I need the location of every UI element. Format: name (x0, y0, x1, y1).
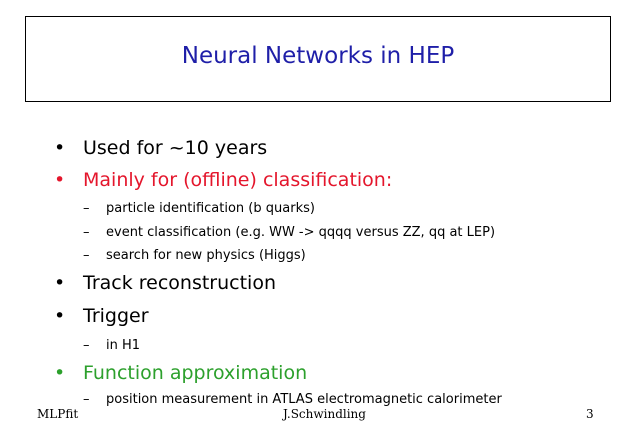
bullet-text: Trigger (83, 305, 149, 327)
sub-bullet-marker: – (83, 392, 90, 407)
bullet-text: Function approximation (83, 362, 308, 384)
sub-bullet-marker: – (83, 201, 90, 216)
bullet-marker: • (54, 305, 66, 327)
sub-bullet-text: in H1 (106, 338, 141, 353)
bullet-marker: • (54, 137, 66, 159)
bullet-marker: • (54, 362, 66, 384)
title-box: Neural Networks in HEP (25, 16, 611, 102)
bullet-text: Mainly for (offline) classification: (83, 169, 393, 191)
footer-left: MLPfit (37, 407, 79, 421)
bullet-text: Used for ~10 years (83, 137, 268, 159)
sub-bullet-text: search for new physics (Higgs) (106, 248, 306, 263)
bullet-marker: • (54, 169, 66, 191)
sub-bullet-text: position measurement in ATLAS electromag… (106, 392, 502, 407)
sub-bullet-marker: – (83, 248, 90, 263)
footer-author: J.Schwindling (283, 407, 366, 421)
sub-bullet-text: particle identification (b quarks) (106, 201, 315, 216)
slide-title: Neural Networks in HEP (181, 43, 455, 69)
bullet-marker: • (54, 272, 66, 294)
sub-bullet-marker: – (83, 225, 90, 240)
sub-bullet-marker: – (83, 338, 90, 353)
sub-bullet-text: event classification (e.g. WW -> qqqq ve… (106, 225, 496, 240)
bullet-text: Track reconstruction (83, 272, 276, 294)
footer-page-number: 3 (586, 407, 594, 421)
